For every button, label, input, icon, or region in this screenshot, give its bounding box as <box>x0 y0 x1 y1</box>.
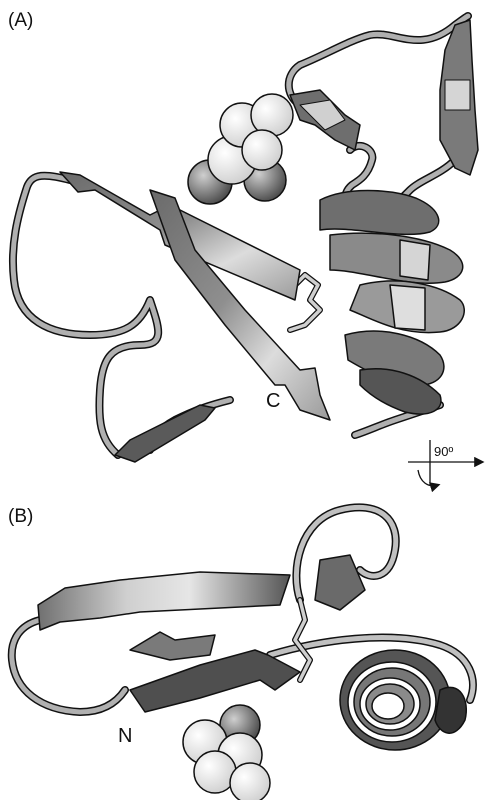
n-terminus-label: N <box>118 725 132 747</box>
loop-b-left <box>12 620 125 712</box>
panel-a: (A) <box>8 10 482 486</box>
strand-b2 <box>130 650 300 712</box>
strand-a2 <box>150 190 330 420</box>
loop-left <box>13 176 158 455</box>
sphere <box>242 130 282 170</box>
panel-b: (B) <box>8 506 473 800</box>
panel-b-strands <box>38 555 365 712</box>
strand-b3 <box>130 632 215 660</box>
rotation-indicator: 90º <box>408 440 482 486</box>
panel-a-helix <box>320 191 464 414</box>
c-terminus-label: C <box>266 390 280 412</box>
strand-b4 <box>315 555 365 610</box>
panel-b-label: (B) <box>8 506 33 527</box>
panel-b-ligand <box>183 705 270 800</box>
strand-b1 <box>38 572 290 630</box>
rotation-label: 90º <box>434 444 453 459</box>
sphere <box>251 94 293 136</box>
sphere <box>230 763 270 800</box>
panel-a-ligand <box>188 94 293 204</box>
panel-a-label: (A) <box>8 10 33 31</box>
panel-b-helix <box>340 650 466 750</box>
strand-a3 <box>115 405 215 462</box>
